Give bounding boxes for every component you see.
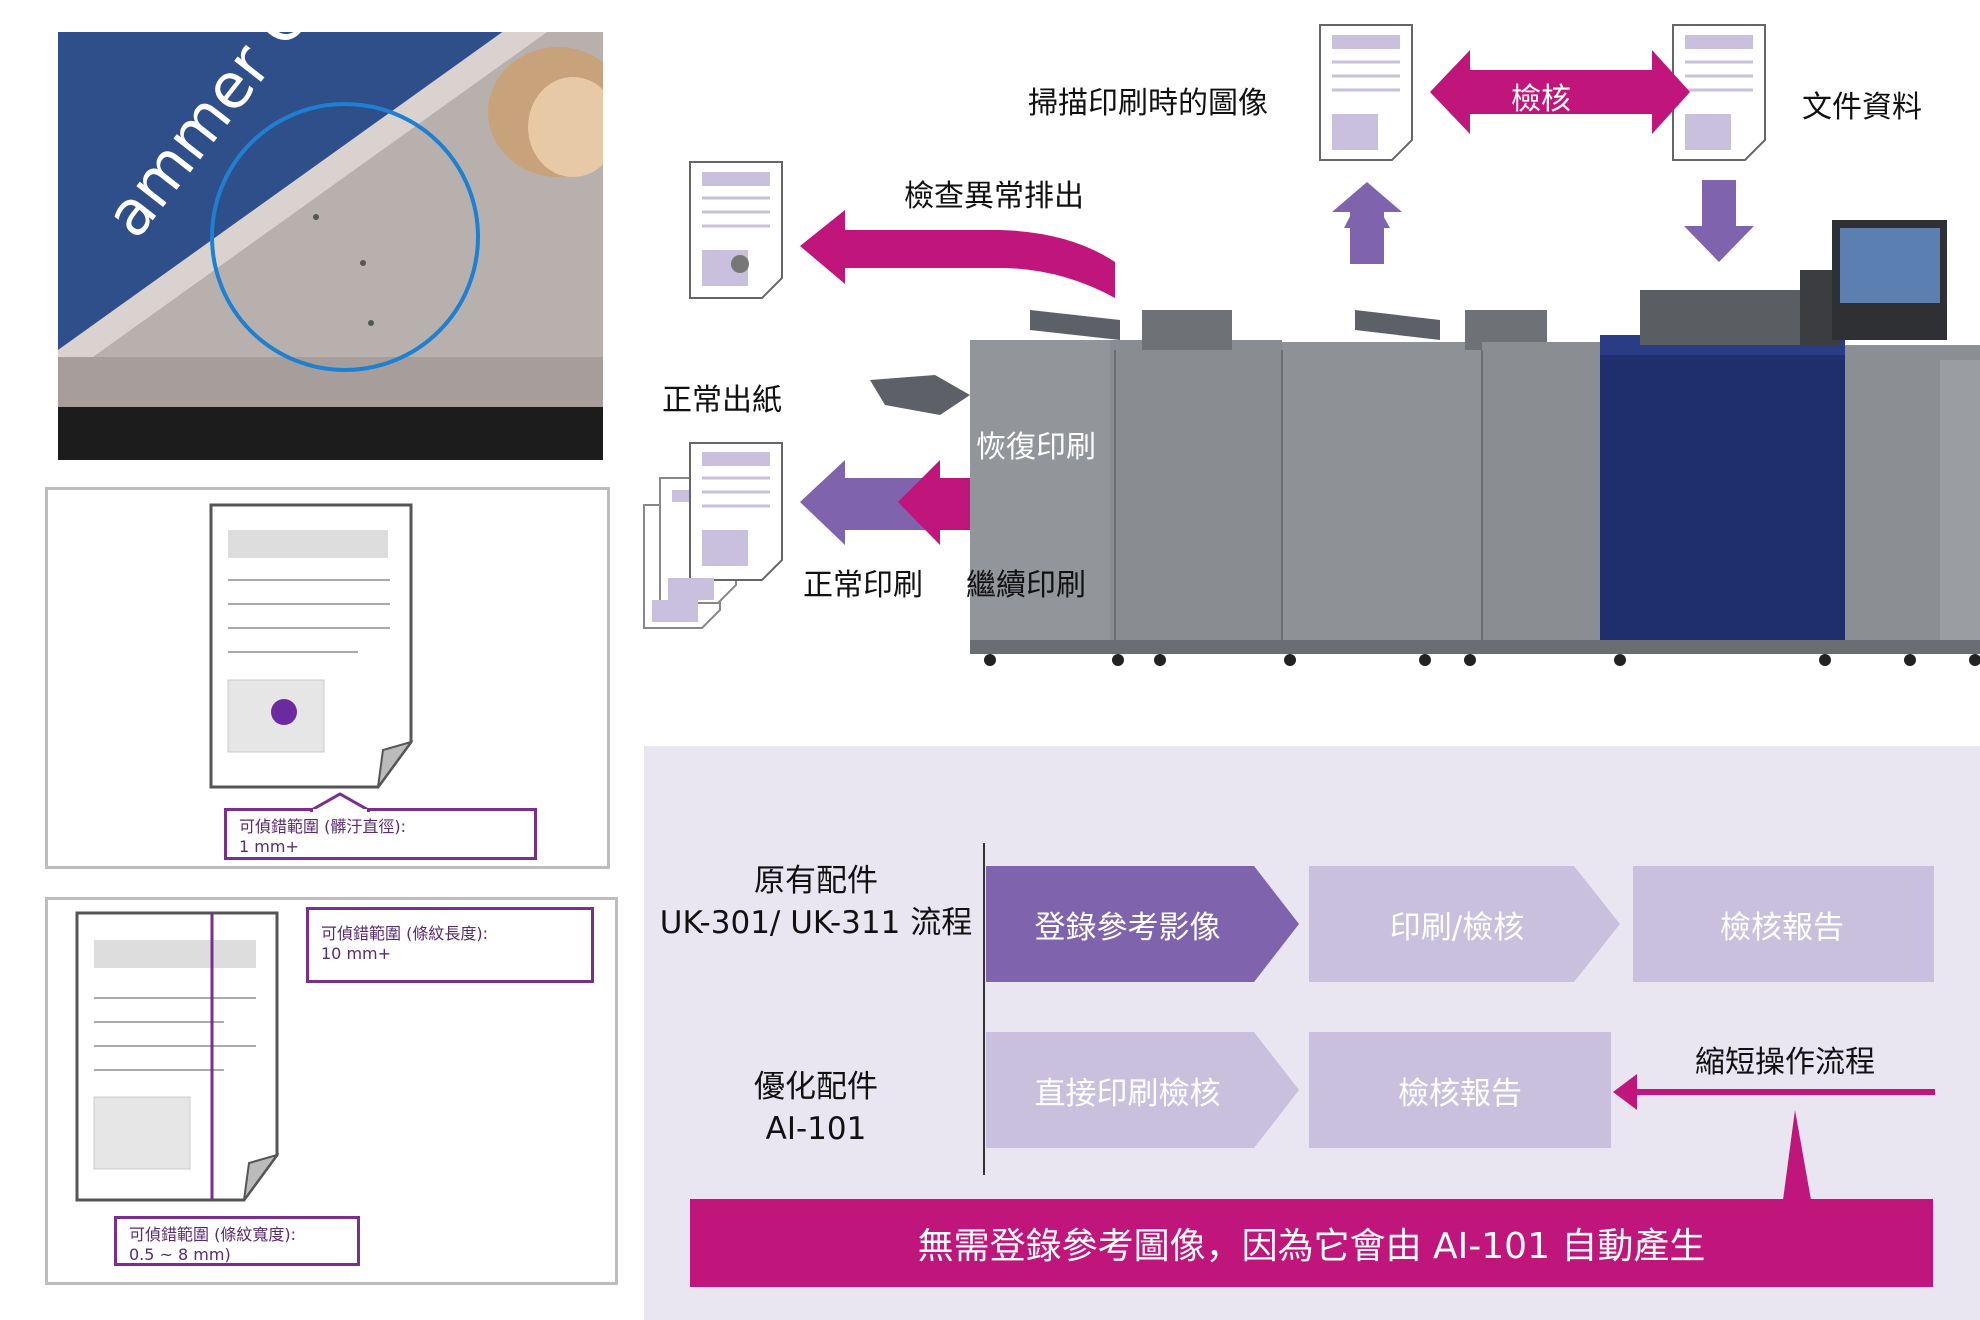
row2-label: 優化配件 AI-101 [646, 1066, 986, 1150]
scan-image-label: 掃描印刷時的圖像 [1028, 86, 1268, 121]
row2-label-line1: 優化配件 [754, 1069, 878, 1105]
streak-width-value: 0.5 ~ 8 mm) [129, 1245, 231, 1264]
step-verify-report-2: 檢核報告 [1398, 1075, 1522, 1112]
ai101-banner: 無需登錄參考圖像，因為它會由 AI-101 自動產生 [690, 1199, 1933, 1287]
row2-label-line2: AI-101 [765, 1111, 867, 1147]
step-print-verify: 印刷/檢核 [1389, 909, 1525, 946]
stain-callout-title: 可偵錯範圍 (髒汙直徑): [239, 817, 406, 836]
document-data-icon [1672, 24, 1766, 161]
streak-document-icon [75, 911, 280, 1202]
row1-label: 原有配件 UK-301/ UK-311 流程 [646, 860, 986, 944]
normal-print-arrow [800, 460, 930, 545]
row2-steps-shapes [986, 1032, 1611, 1148]
streak-length-value: 10 mm+ [321, 944, 392, 963]
down-arrow [1684, 226, 1754, 262]
stain-detection-panel: 可偵錯範圍 (髒汙直徑): 1 mm+ [45, 487, 610, 869]
print-defect-photo: ammer Co [58, 32, 603, 460]
defect-circle [210, 102, 480, 372]
continue-print-label: 繼續印刷 [966, 568, 1086, 603]
stain-callout: 可偵錯範圍 (髒汙直徑): 1 mm+ [224, 808, 537, 860]
normal-output-label: 正常出紙 [662, 383, 782, 418]
resume-print-label: 恢復印刷 [976, 430, 1096, 465]
row1-label-line2: UK-301/ UK-311 流程 [659, 905, 973, 941]
up-arrow [1332, 182, 1402, 212]
flow-divider [983, 843, 985, 1175]
printer-machine [870, 220, 1980, 666]
streak-detection-panel: 可偵錯範圍 (條紋長度): 10 mm+ 可偵錯範圍 (條紋寬度): 0.5 ~… [45, 897, 618, 1285]
scanned-doc-icon [1319, 24, 1413, 161]
streak-length-title: 可偵錯範圍 (條紋長度): [321, 924, 488, 943]
step-verify-report-1: 檢核報告 [1720, 909, 1844, 946]
callout-pointer [310, 792, 370, 812]
row1-steps-shapes [986, 866, 1934, 982]
step-direct-print-verify: 直接印刷檢核 [1034, 1075, 1221, 1112]
document-data-label: 文件資料 [1802, 90, 1922, 125]
streak-width-callout: 可偵錯範圍 (條紋寬度): 0.5 ~ 8 mm) [114, 1216, 360, 1266]
photo-illustration: ammer Co [58, 32, 603, 460]
normal-print-label: 正常印刷 [803, 568, 923, 603]
shorten-arrow [1613, 1074, 1935, 1200]
verify-label: 檢核 [1511, 82, 1571, 117]
printer-system-diagram [643, 24, 1980, 666]
document-icon [209, 503, 414, 789]
streak-length-callout: 可偵錯範圍 (條紋長度): 10 mm+ [306, 907, 594, 983]
stain-dot [271, 699, 297, 725]
normal-output-stack [643, 442, 783, 629]
step-register-reference: 登錄參考影像 [1034, 909, 1221, 946]
streak-width-title: 可偵錯範圍 (條紋寬度): [129, 1225, 296, 1244]
row1-label-line1: 原有配件 [754, 863, 878, 899]
abnormal-eject-label: 檢查異常排出 [904, 179, 1084, 214]
verify-double-arrow [1430, 50, 1690, 134]
ejected-doc-icon [689, 161, 783, 299]
shorten-label: 縮短操作流程 [1695, 1045, 1875, 1080]
stain-callout-value: 1 mm+ [239, 837, 299, 856]
abnormal-eject-arrow [800, 210, 1115, 298]
